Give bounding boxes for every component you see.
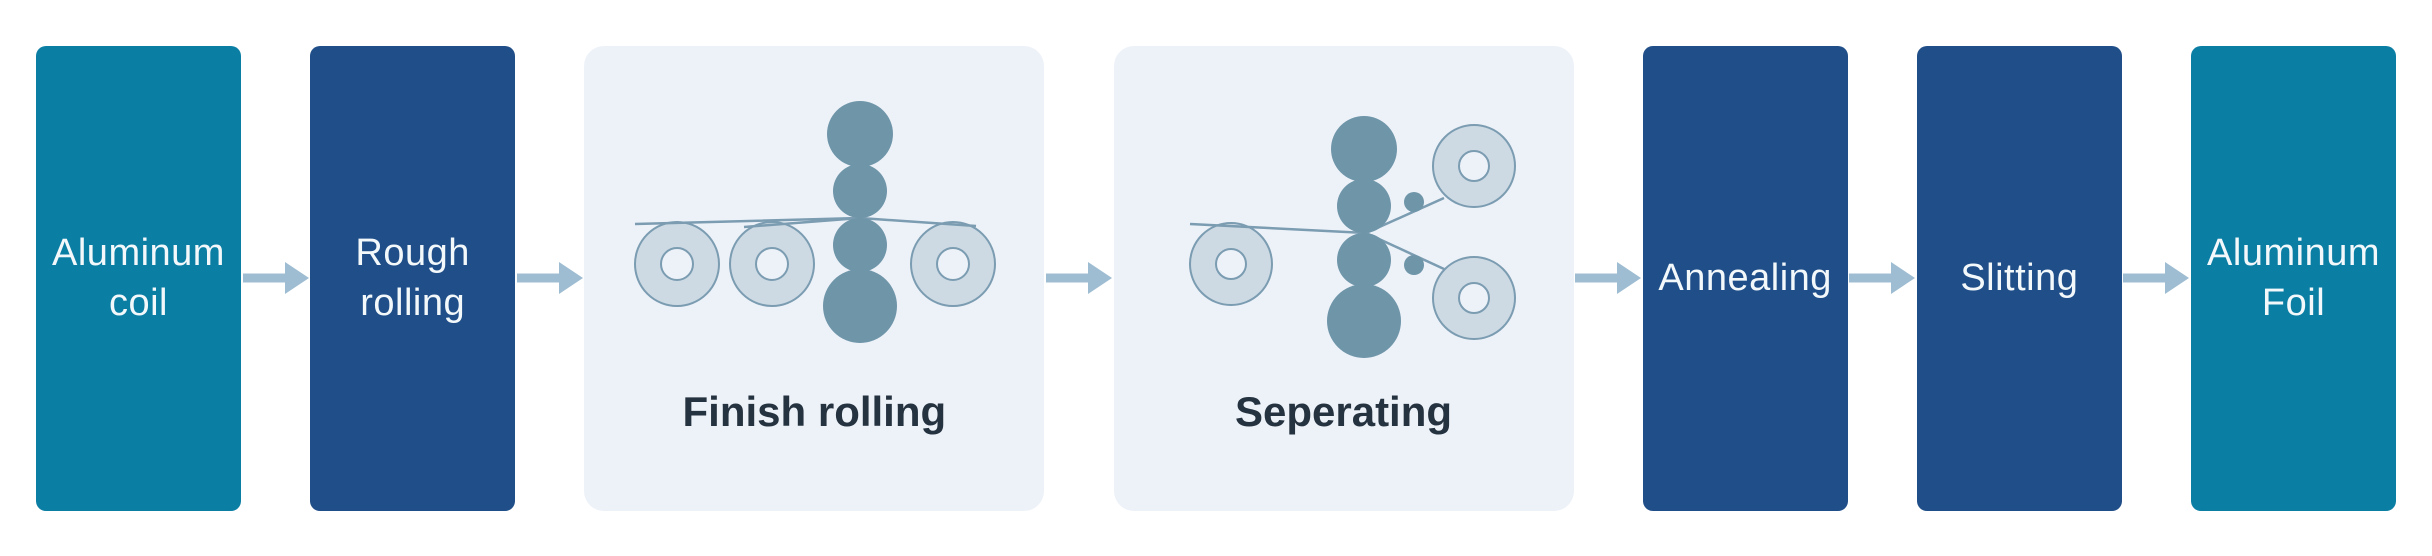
node-annealing: Annealing <box>1642 45 1848 511</box>
panel-caption: Finish rolling <box>682 387 947 435</box>
finish-rolling-icon <box>634 100 997 343</box>
arrow-right-icon <box>1849 262 1916 294</box>
separating-icon <box>1188 115 1516 358</box>
label-line: Rough <box>355 232 470 274</box>
label-line: Slitting <box>1960 257 2079 299</box>
node-label: Annealing <box>1658 253 1832 303</box>
node-label: Aluminum coil <box>52 228 225 328</box>
label-line: Foil <box>2261 282 2326 324</box>
label-line: coil <box>108 282 168 324</box>
label-line: Aluminum <box>52 232 225 274</box>
arrow-right-icon <box>516 262 583 294</box>
node-aluminum-foil: Aluminum Foil <box>2191 45 2397 511</box>
label-line: rolling <box>360 282 466 324</box>
node-label: Rough rolling <box>355 228 469 328</box>
node-slitting: Slitting <box>1916 45 2122 511</box>
node-aluminum-coil: Aluminum coil <box>36 45 241 511</box>
arrow-right-icon <box>2123 262 2190 294</box>
flow-arrow <box>515 46 584 511</box>
arrow-right-icon <box>242 262 309 294</box>
flow-arrow <box>1044 46 1113 511</box>
flow-arrow <box>1848 46 1917 511</box>
node-separating: Seperating <box>1113 45 1574 511</box>
flow-arrow <box>241 46 310 511</box>
node-label: Aluminum Foil <box>2207 228 2380 328</box>
label-line: Aluminum <box>2207 232 2380 274</box>
node-label: Slitting <box>1960 253 2078 303</box>
flow-arrow <box>1574 46 1643 511</box>
node-rough-rolling: Rough rolling <box>310 45 516 511</box>
arrow-right-icon <box>1575 262 1642 294</box>
label-line: Annealing <box>1658 257 1832 299</box>
node-finish-rolling: Finish rolling <box>584 45 1045 511</box>
flow-arrow <box>2122 46 2191 511</box>
arrow-right-icon <box>1045 262 1112 294</box>
panel-caption: Seperating <box>1234 387 1453 435</box>
